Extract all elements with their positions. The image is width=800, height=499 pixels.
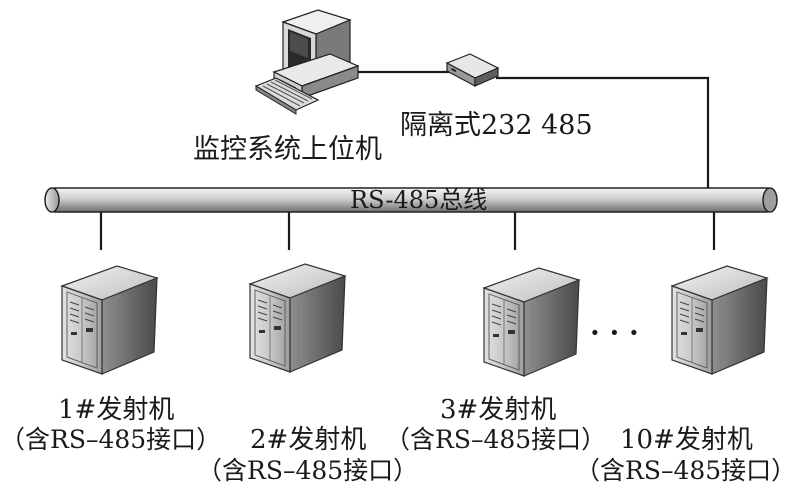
rs485-bus bbox=[44, 187, 778, 213]
transmitter-2-icon bbox=[249, 263, 346, 373]
converter-to-bus-wire bbox=[496, 76, 710, 188]
transmitter-2-name: 2#发射机 bbox=[250, 425, 366, 455]
computer-icon bbox=[254, 9, 360, 115]
ellipsis: · · · bbox=[590, 316, 639, 349]
host-label: 监控系统上位机 bbox=[193, 134, 382, 165]
bus-label: RS-485总线 bbox=[350, 186, 487, 214]
transmitter-1-name: 1#发射机 bbox=[58, 395, 174, 425]
transmitter-10-interface: （含RS–485接口） bbox=[575, 456, 796, 485]
transmitter-10-name: 10#发射机 bbox=[620, 425, 753, 455]
transmitter-1-interface: （含RS–485接口） bbox=[0, 425, 221, 454]
converter-icon bbox=[445, 53, 500, 88]
transmitter-3-name: 3#发射机 bbox=[440, 395, 556, 425]
transmitter-1-icon bbox=[61, 265, 158, 375]
transmitter-3-icon bbox=[483, 267, 580, 377]
converter-label: 隔离式232 485 bbox=[400, 110, 593, 141]
transmitter-10-icon bbox=[671, 265, 768, 375]
transmitter-3-interface: （含RS–485接口） bbox=[385, 425, 606, 454]
transmitter-2-interface: （含RS–485接口） bbox=[197, 456, 418, 485]
